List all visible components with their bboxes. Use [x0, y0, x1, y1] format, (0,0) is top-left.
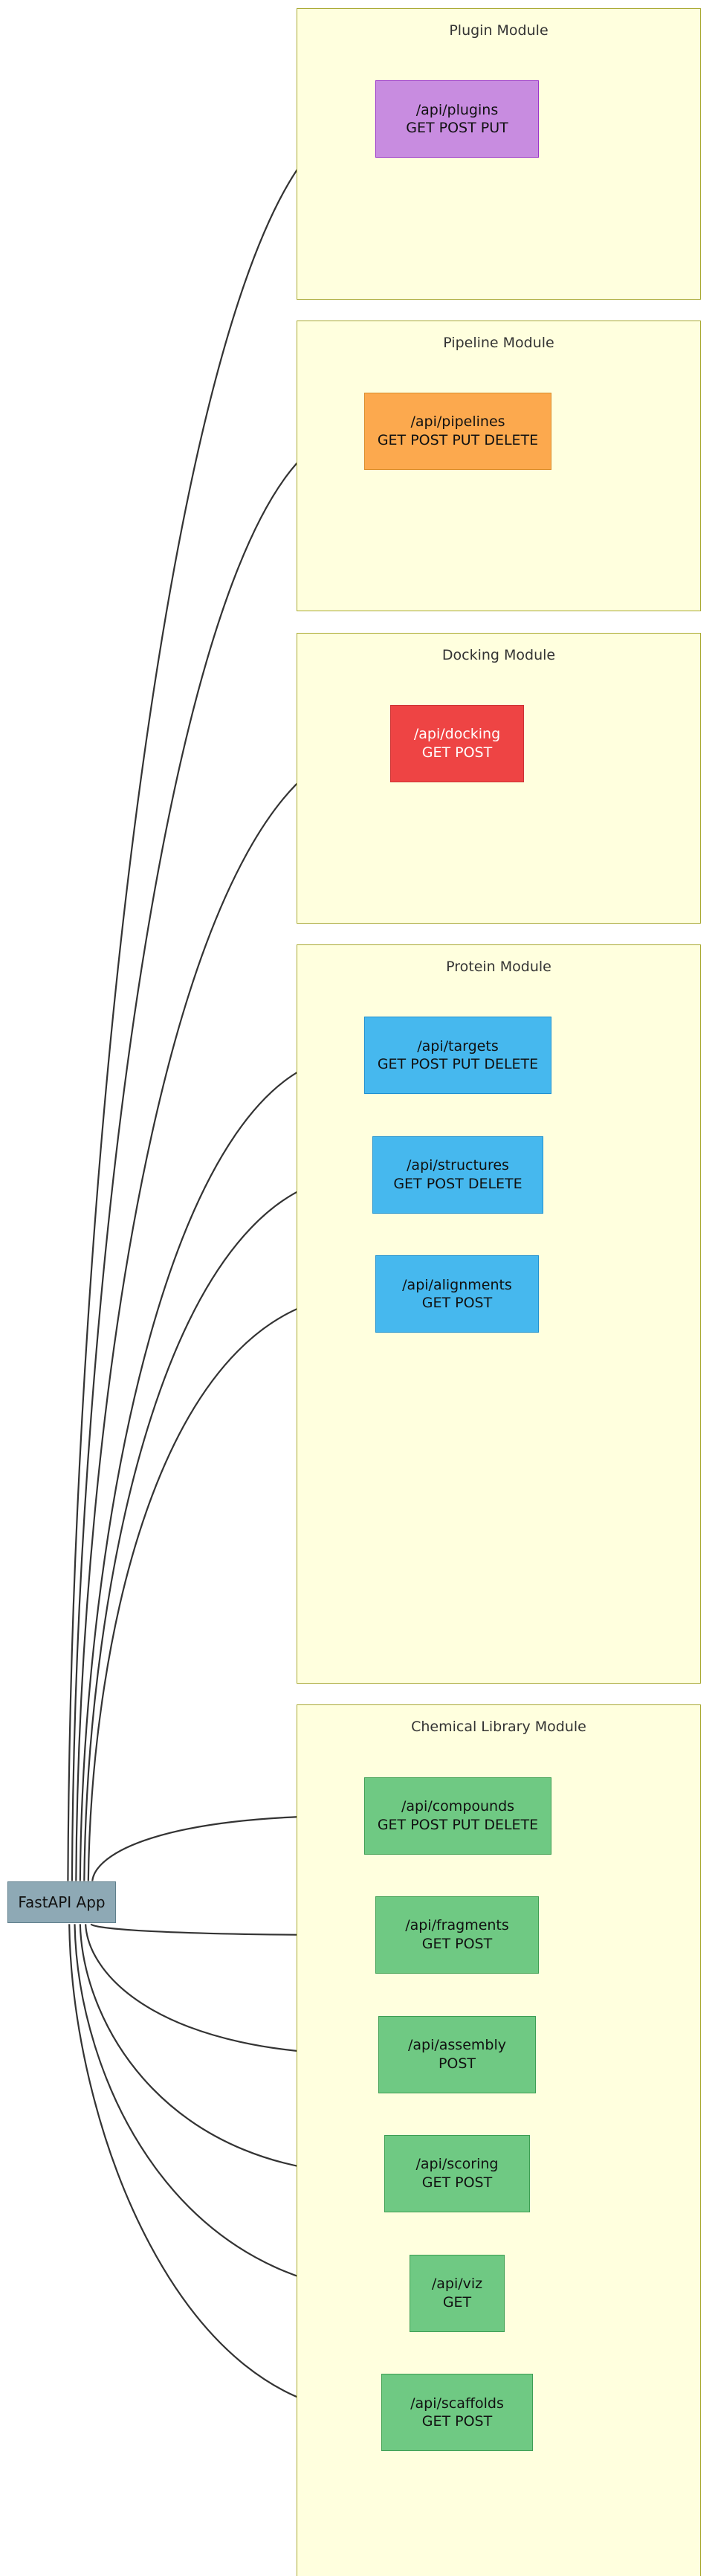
node-methods-api-assembly: POST	[438, 2055, 476, 2072]
node-methods-api-fragments: GET POST	[421, 1936, 493, 1953]
node-methods-api-structures: GET POST DELETE	[393, 1175, 522, 1192]
node-path-api-pipelines: /api/pipelines	[410, 413, 505, 431]
node-path-api-targets: /api/targets	[417, 1037, 499, 1054]
node-path-api-plugins: /api/plugins	[415, 101, 499, 118]
node-methods-api-docking: GET POST	[421, 744, 493, 761]
node-path-api-scoring: /api/scoring	[415, 2156, 499, 2173]
node-path-api-structures: /api/structures	[407, 1157, 509, 1174]
node-api-scoring[interactable]: /api/scoring GET POST	[384, 2135, 530, 2213]
node-path-api-assembly: /api/assembly	[407, 2036, 506, 2053]
node-api-structures[interactable]: /api/structures GET POST DELETE	[372, 1136, 543, 1214]
node-methods-api-targets: GET POST PUT DELETE	[377, 1056, 539, 1073]
node-path-api-fragments: /api/fragments	[405, 1917, 509, 1934]
node-api-fragments[interactable]: /api/fragments GET POST	[375, 1896, 539, 1974]
node-path-api-scaffolds: /api/scaffolds	[410, 2395, 504, 2412]
node-api-viz[interactable]: /api/viz GET	[410, 2254, 505, 2332]
node-path-api-alignments: /api/alignments	[402, 1276, 512, 1293]
node-methods-api-scaffolds: GET POST	[421, 2413, 493, 2430]
node-methods-api-alignments: GET POST	[421, 1295, 493, 1312]
node-path-api-docking: /api/docking	[413, 725, 501, 742]
node-methods-api-viz: GET	[442, 2293, 472, 2311]
node-methods-api-scoring: GET POST	[421, 2174, 493, 2192]
node-api-pipelines[interactable]: /api/pipelines GET POST PUT DELETE	[364, 393, 551, 471]
subgraph-title-chemical-library: Chemical Library Module	[411, 1719, 586, 1736]
subgraph-title-pipeline: Pipeline Module	[443, 334, 554, 351]
subgraph-title-docking: Docking Module	[441, 646, 556, 663]
node-fastapi-app[interactable]: FastAPI App	[7, 1881, 116, 1924]
node-methods-api-plugins: GET POST PUT	[406, 120, 508, 137]
node-path-api-viz: /api/viz	[431, 2276, 483, 2293]
node-methods-api-compounds: GET POST PUT DELETE	[377, 1816, 539, 1833]
node-methods-api-pipelines: GET POST PUT DELETE	[377, 432, 539, 449]
node-path-api-compounds: /api/compounds	[401, 1797, 515, 1815]
node-api-assembly[interactable]: /api/assembly POST	[378, 2015, 536, 2093]
subgraph-title-protein: Protein Module	[446, 959, 551, 976]
node-api-scaffolds[interactable]: /api/scaffolds GET POST	[381, 2374, 533, 2452]
subgraph-title-plugin: Plugin Module	[449, 22, 549, 39]
node-api-compounds[interactable]: /api/compounds GET POST PUT DELETE	[364, 1777, 551, 1855]
node-label-fastapi-app: FastAPI App	[18, 1893, 106, 1912]
node-api-plugins[interactable]: /api/plugins GET POST PUT	[375, 80, 539, 158]
node-api-alignments[interactable]: /api/alignments GET POST	[375, 1255, 539, 1333]
node-api-targets[interactable]: /api/targets GET POST PUT DELETE	[364, 1017, 551, 1095]
node-api-docking[interactable]: /api/docking GET POST	[390, 704, 524, 782]
